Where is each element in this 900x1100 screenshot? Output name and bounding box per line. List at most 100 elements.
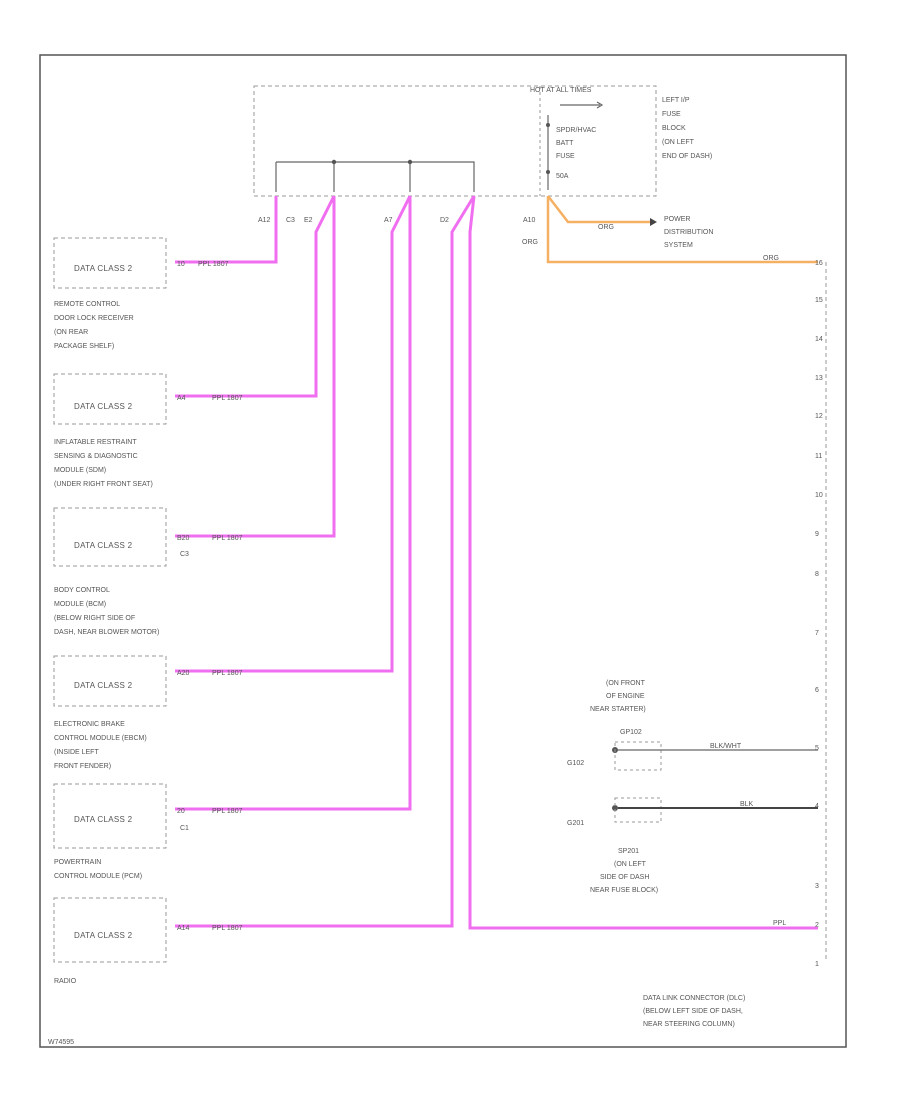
- power-dest-2: DISTRIBUTION: [664, 229, 713, 236]
- g102-desc-2: OF ENGINE: [606, 693, 645, 700]
- module-desc-3: (ON REAR: [54, 329, 88, 336]
- module-desc-2: SENSING & DIAGNOSTIC: [54, 453, 138, 460]
- module-desc-1: INFLATABLE RESTRAINT: [54, 439, 137, 446]
- g201-ground-icon: [612, 805, 618, 811]
- module-bcm: DATA CLASS 2 B20 PPL 1807 C3 BODY CONTRO…: [53, 507, 243, 636]
- wire-pcm: [175, 196, 412, 811]
- pin16-wire-label: ORG: [763, 255, 779, 262]
- dlc-pin-11: 11: [815, 453, 822, 460]
- module-desc-3: (INSIDE LEFT: [54, 749, 99, 756]
- module-pin: 10: [177, 261, 185, 268]
- module-desc-1: BODY CONTROL: [54, 587, 110, 594]
- module-desc-4: FRONT FENDER): [54, 763, 111, 770]
- dlc-pin-4: 4: [815, 803, 819, 810]
- g201-id: G201: [567, 820, 584, 827]
- pin-a12-label: A12: [258, 217, 271, 224]
- module-box: [53, 373, 167, 425]
- fuse-contact-top: [546, 123, 550, 127]
- wire-remote-door-lock: [175, 196, 278, 264]
- power-dest-3: SYSTEM: [664, 242, 693, 249]
- module-name: DATA CLASS 2: [74, 402, 133, 411]
- module-pin: B20: [177, 535, 190, 542]
- dlc-pin-9: 9: [815, 531, 819, 538]
- module-connector: C3: [180, 551, 189, 558]
- wire-power-distribution: [547, 195, 652, 224]
- g102-splice-box: [614, 741, 662, 771]
- pin-d2-label: D2: [440, 217, 449, 224]
- ground-g201: BLK G201 SP201 (ON LEFT SIDE OF DASH NEA…: [567, 797, 818, 894]
- module-desc-4: DASH, NEAR BLOWER MOTOR): [54, 629, 159, 636]
- module-desc-2: DOOR LOCK RECEIVER: [54, 315, 134, 322]
- fuse-block: HOT AT ALL TIMES SPDR/HVAC BATT FUSE 50A…: [253, 85, 712, 224]
- module-name: DATA CLASS 2: [74, 541, 133, 550]
- wire-ebcm: [175, 195, 412, 673]
- module-box: [53, 237, 167, 289]
- dlc-pin-14: 14: [815, 336, 823, 343]
- footer-code: W74595: [48, 1039, 74, 1046]
- dlc-pin-6: 6: [815, 687, 819, 694]
- module-pin: 20: [177, 808, 185, 815]
- module-pin: A14: [177, 925, 190, 932]
- wire-bcm: [175, 196, 336, 538]
- pin-a7-label: A7: [384, 217, 393, 224]
- wire-sdm: [175, 195, 336, 398]
- dlc-pin-15: 15: [815, 297, 823, 304]
- module-wire: PPL 1807: [212, 535, 243, 542]
- fuse-contact-bottom: [546, 170, 550, 174]
- dlc-pin-8: 8: [815, 571, 819, 578]
- module-desc-1: RADIO: [54, 978, 77, 985]
- module-desc-3: MODULE (SDM): [54, 467, 106, 474]
- module-name: DATA CLASS 2: [74, 931, 133, 940]
- power-wires: ORG ORG ORG POWER DISTRIBUTION SYSTEM: [522, 195, 818, 264]
- module-desc-2: MODULE (BCM): [54, 601, 106, 608]
- module-wire: PPL 1807: [212, 925, 243, 932]
- module-radio: DATA CLASS 2 A14 PPL 1807 RADIO: [53, 897, 243, 985]
- dlc-pin-1: 1: [815, 961, 819, 968]
- g102-wire-label: BLK/WHT: [710, 743, 742, 750]
- fuse-location-4: (ON LEFT: [662, 139, 695, 146]
- pin-c3-label: C3: [286, 217, 295, 224]
- bus-node-2: [407, 159, 413, 165]
- module-box: [53, 655, 167, 707]
- power-wire-label: ORG: [598, 224, 614, 231]
- module-desc-2: CONTROL MODULE (EBCM): [54, 735, 147, 742]
- module-name: DATA CLASS 2: [74, 681, 133, 690]
- module-wire: PPL 1807: [212, 808, 243, 815]
- fuse-block-header: HOT AT ALL TIMES: [530, 87, 592, 94]
- power-arrow-icon: [650, 218, 657, 226]
- g102-id: G102: [567, 760, 584, 767]
- g201-desc-2: (ON LEFT: [614, 861, 647, 868]
- pin-e2-label: E2: [304, 217, 313, 224]
- fuse-label-4: 50A: [556, 173, 569, 180]
- diagram-frame: [39, 54, 847, 1048]
- g102-desc-3: NEAR STARTER): [590, 706, 646, 713]
- fuse-label-1: SPDR/HVAC: [556, 127, 596, 134]
- pin16-source-wire-label: ORG: [522, 239, 538, 246]
- module-connector: C1: [180, 825, 189, 832]
- fuse-location-3: BLOCK: [662, 125, 686, 132]
- module-wire: PPL 1807: [198, 261, 229, 268]
- g201-desc-4: NEAR FUSE BLOCK): [590, 887, 658, 894]
- dlc-pin-13: 13: [815, 375, 823, 382]
- module-box: [53, 507, 167, 567]
- g102-splice: GP102: [620, 729, 642, 736]
- fuse-location-1: LEFT I/P: [662, 97, 690, 104]
- module-desc-2: CONTROL MODULE (PCM): [54, 873, 142, 880]
- pin-a10-label: A10: [523, 217, 536, 224]
- fuse-label-2: BATT: [556, 140, 574, 147]
- g102-desc-1: (ON FRONT: [606, 680, 646, 687]
- module-wire: PPL 1807: [212, 670, 243, 677]
- pink-data-wires: [175, 195, 818, 930]
- ground-g102: (ON FRONT OF ENGINE NEAR STARTER) GP102 …: [567, 680, 818, 771]
- dlc-pin-7: 7: [815, 630, 819, 637]
- pin2-wire-label: PPL: [773, 920, 786, 927]
- module-desc-1: REMOTE CONTROL: [54, 301, 120, 308]
- dlc-pin-12: 12: [815, 413, 823, 420]
- g201-wire-label: BLK: [740, 801, 754, 808]
- fuse-block-outline: [253, 85, 657, 197]
- module-name: DATA CLASS 2: [74, 264, 133, 273]
- wire-radio: [175, 195, 476, 928]
- internal-splice-bus: [275, 161, 475, 192]
- module-desc-1: POWERTRAIN: [54, 859, 101, 866]
- bus-node-1: [331, 159, 337, 165]
